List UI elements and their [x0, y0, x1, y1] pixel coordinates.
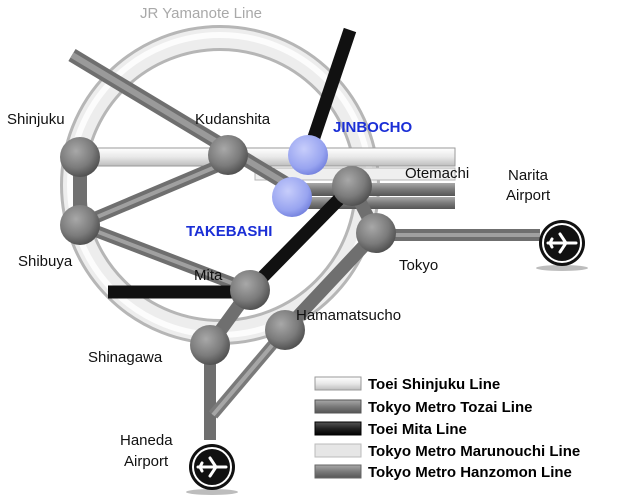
yamanote-line-label: JR Yamanote Line	[140, 5, 262, 22]
label-hamamatsucho: Hamamatsucho	[296, 307, 401, 324]
label-kudanshita: Kudanshita	[195, 111, 271, 128]
label-tokyo: Tokyo	[399, 257, 438, 274]
label-takebashi: TAKEBASHI	[186, 223, 272, 240]
station-mita	[230, 270, 270, 310]
station-takebashi	[272, 177, 312, 217]
legend-item-tozai: Tokyo Metro Tozai Line	[314, 399, 532, 416]
label-shinjuku: Shinjuku	[7, 111, 65, 128]
label-shibuya: Shibuya	[18, 253, 73, 270]
label-narita-2: Airport	[506, 187, 551, 204]
legend-item-hanzomon: Tokyo Metro Hanzomon Line	[314, 464, 572, 481]
station-hamamatsucho	[265, 310, 305, 350]
toei-shinjuku-line	[79, 147, 456, 167]
label-otemachi: Otemachi	[405, 165, 469, 182]
label-haneda-1: Haneda	[120, 432, 173, 449]
legend: Toei Shinjuku Line Tokyo Metro Tozai Lin…	[314, 376, 580, 481]
label-mita: Mita	[194, 267, 223, 284]
station-shibuya	[60, 205, 100, 245]
station-tokyo	[356, 213, 396, 253]
legend-label: Tokyo Metro Hanzomon Line	[368, 464, 572, 481]
legend-label: Tokyo Metro Marunouchi Line	[368, 443, 580, 460]
narita-airport-icon	[536, 220, 588, 271]
label-shinagawa: Shinagawa	[88, 349, 163, 366]
haneda-airport-icon	[186, 444, 238, 495]
label-haneda-2: Airport	[124, 453, 169, 470]
station-shinjuku	[60, 137, 100, 177]
legend-label: Tokyo Metro Tozai Line	[368, 399, 532, 416]
stations	[60, 135, 396, 365]
legend-item-toei-mita: Toei Mita Line	[314, 421, 467, 438]
legend-item-toei-shinjuku: Toei Shinjuku Line	[314, 376, 500, 393]
label-narita-1: Narita	[508, 167, 549, 184]
legend-label: Toei Shinjuku Line	[368, 376, 500, 393]
label-jinbocho: JINBOCHO	[333, 119, 413, 136]
station-shinagawa	[190, 325, 230, 365]
station-kudanshita	[208, 135, 248, 175]
tozai-line-east	[290, 183, 455, 196]
legend-label: Toei Mita Line	[368, 421, 467, 438]
station-otemachi	[332, 166, 372, 206]
station-jinbocho	[288, 135, 328, 175]
toei-mita-line	[301, 27, 357, 158]
legend-item-marunouchi: Tokyo Metro Marunouchi Line	[314, 443, 580, 460]
